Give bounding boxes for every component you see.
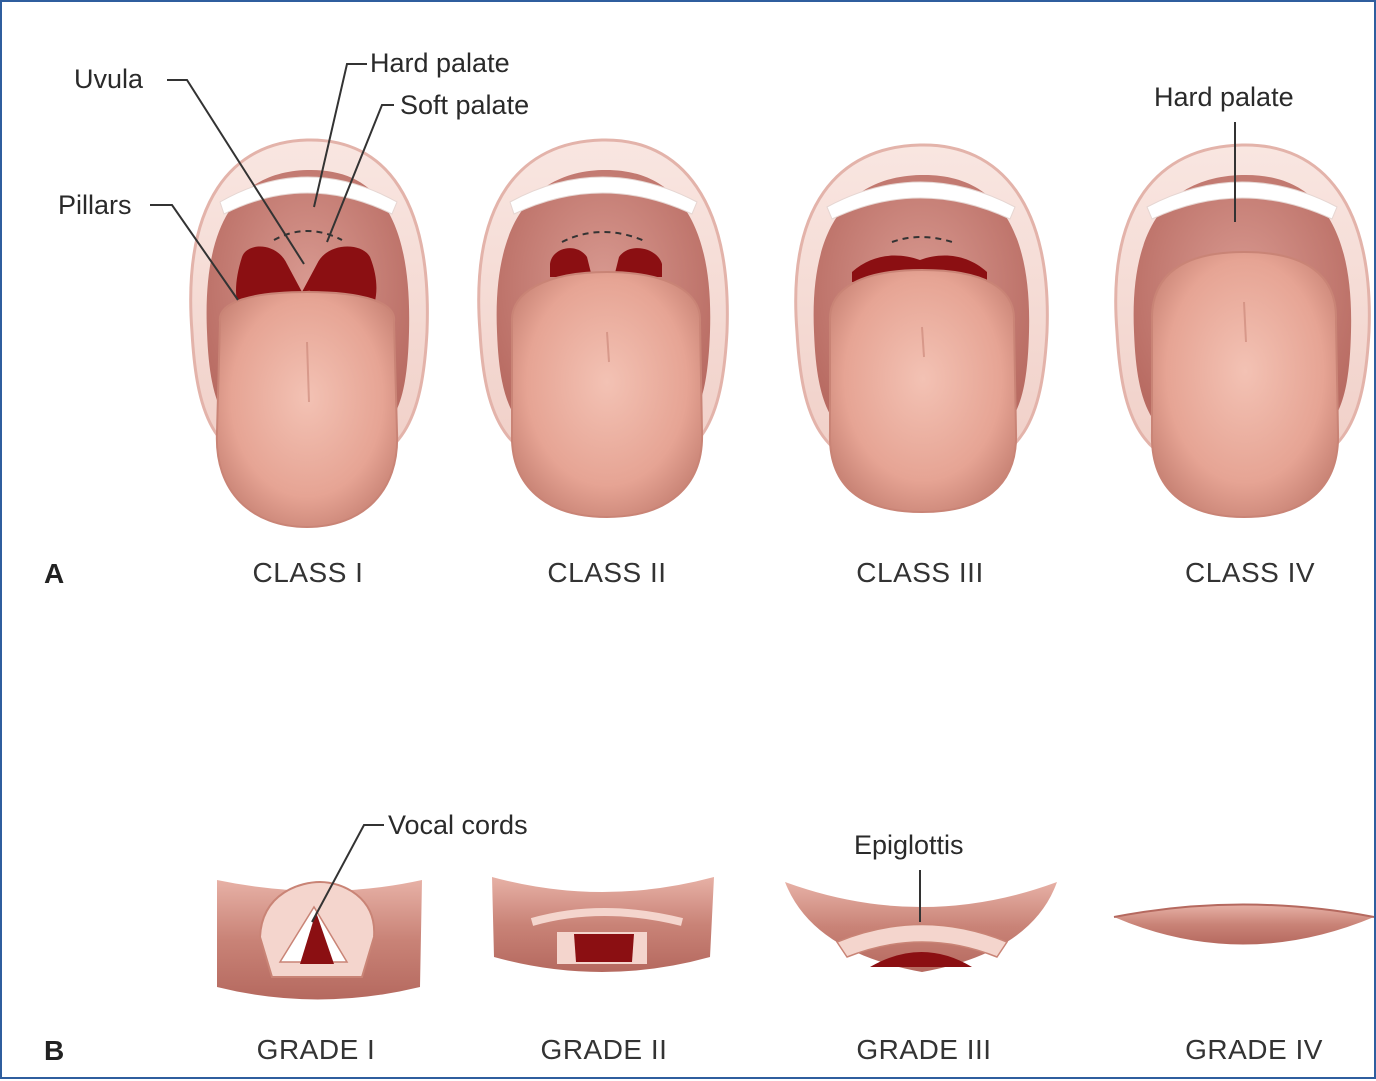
- larynx-grade-1: [217, 880, 422, 1000]
- hard-palate-label: Hard palate: [370, 48, 510, 79]
- mouth-class-2: [479, 140, 728, 517]
- class-1-caption: CLASS I: [253, 557, 364, 589]
- hard-palate-iv-label: Hard palate: [1154, 82, 1294, 113]
- vocal-cords-label: Vocal cords: [388, 810, 528, 841]
- uvula-label: Uvula: [74, 64, 143, 95]
- larynx-grade-3: [785, 870, 1057, 972]
- epiglottis-label: Epiglottis: [854, 830, 964, 861]
- class-2-caption: CLASS II: [547, 557, 666, 589]
- panel-b-label: B: [44, 1035, 64, 1067]
- mouth-class-3: [796, 145, 1048, 512]
- grade-3-caption: GRADE III: [856, 1034, 991, 1066]
- larynx-grade-2: [492, 877, 714, 972]
- mouth-class-1: [191, 140, 428, 527]
- panel-a-label: A: [44, 558, 64, 590]
- grade-4-caption: GRADE IV: [1185, 1034, 1323, 1066]
- grade-2-caption: GRADE II: [541, 1034, 668, 1066]
- grade-1-caption: GRADE I: [257, 1034, 376, 1066]
- mouth-class-4: [1116, 145, 1370, 517]
- soft-palate-label: Soft palate: [400, 90, 529, 121]
- larynx-grade-4: [1114, 905, 1374, 945]
- class-3-caption: CLASS III: [856, 557, 983, 589]
- pillars-label: Pillars: [58, 190, 132, 221]
- class-4-caption: CLASS IV: [1185, 557, 1315, 589]
